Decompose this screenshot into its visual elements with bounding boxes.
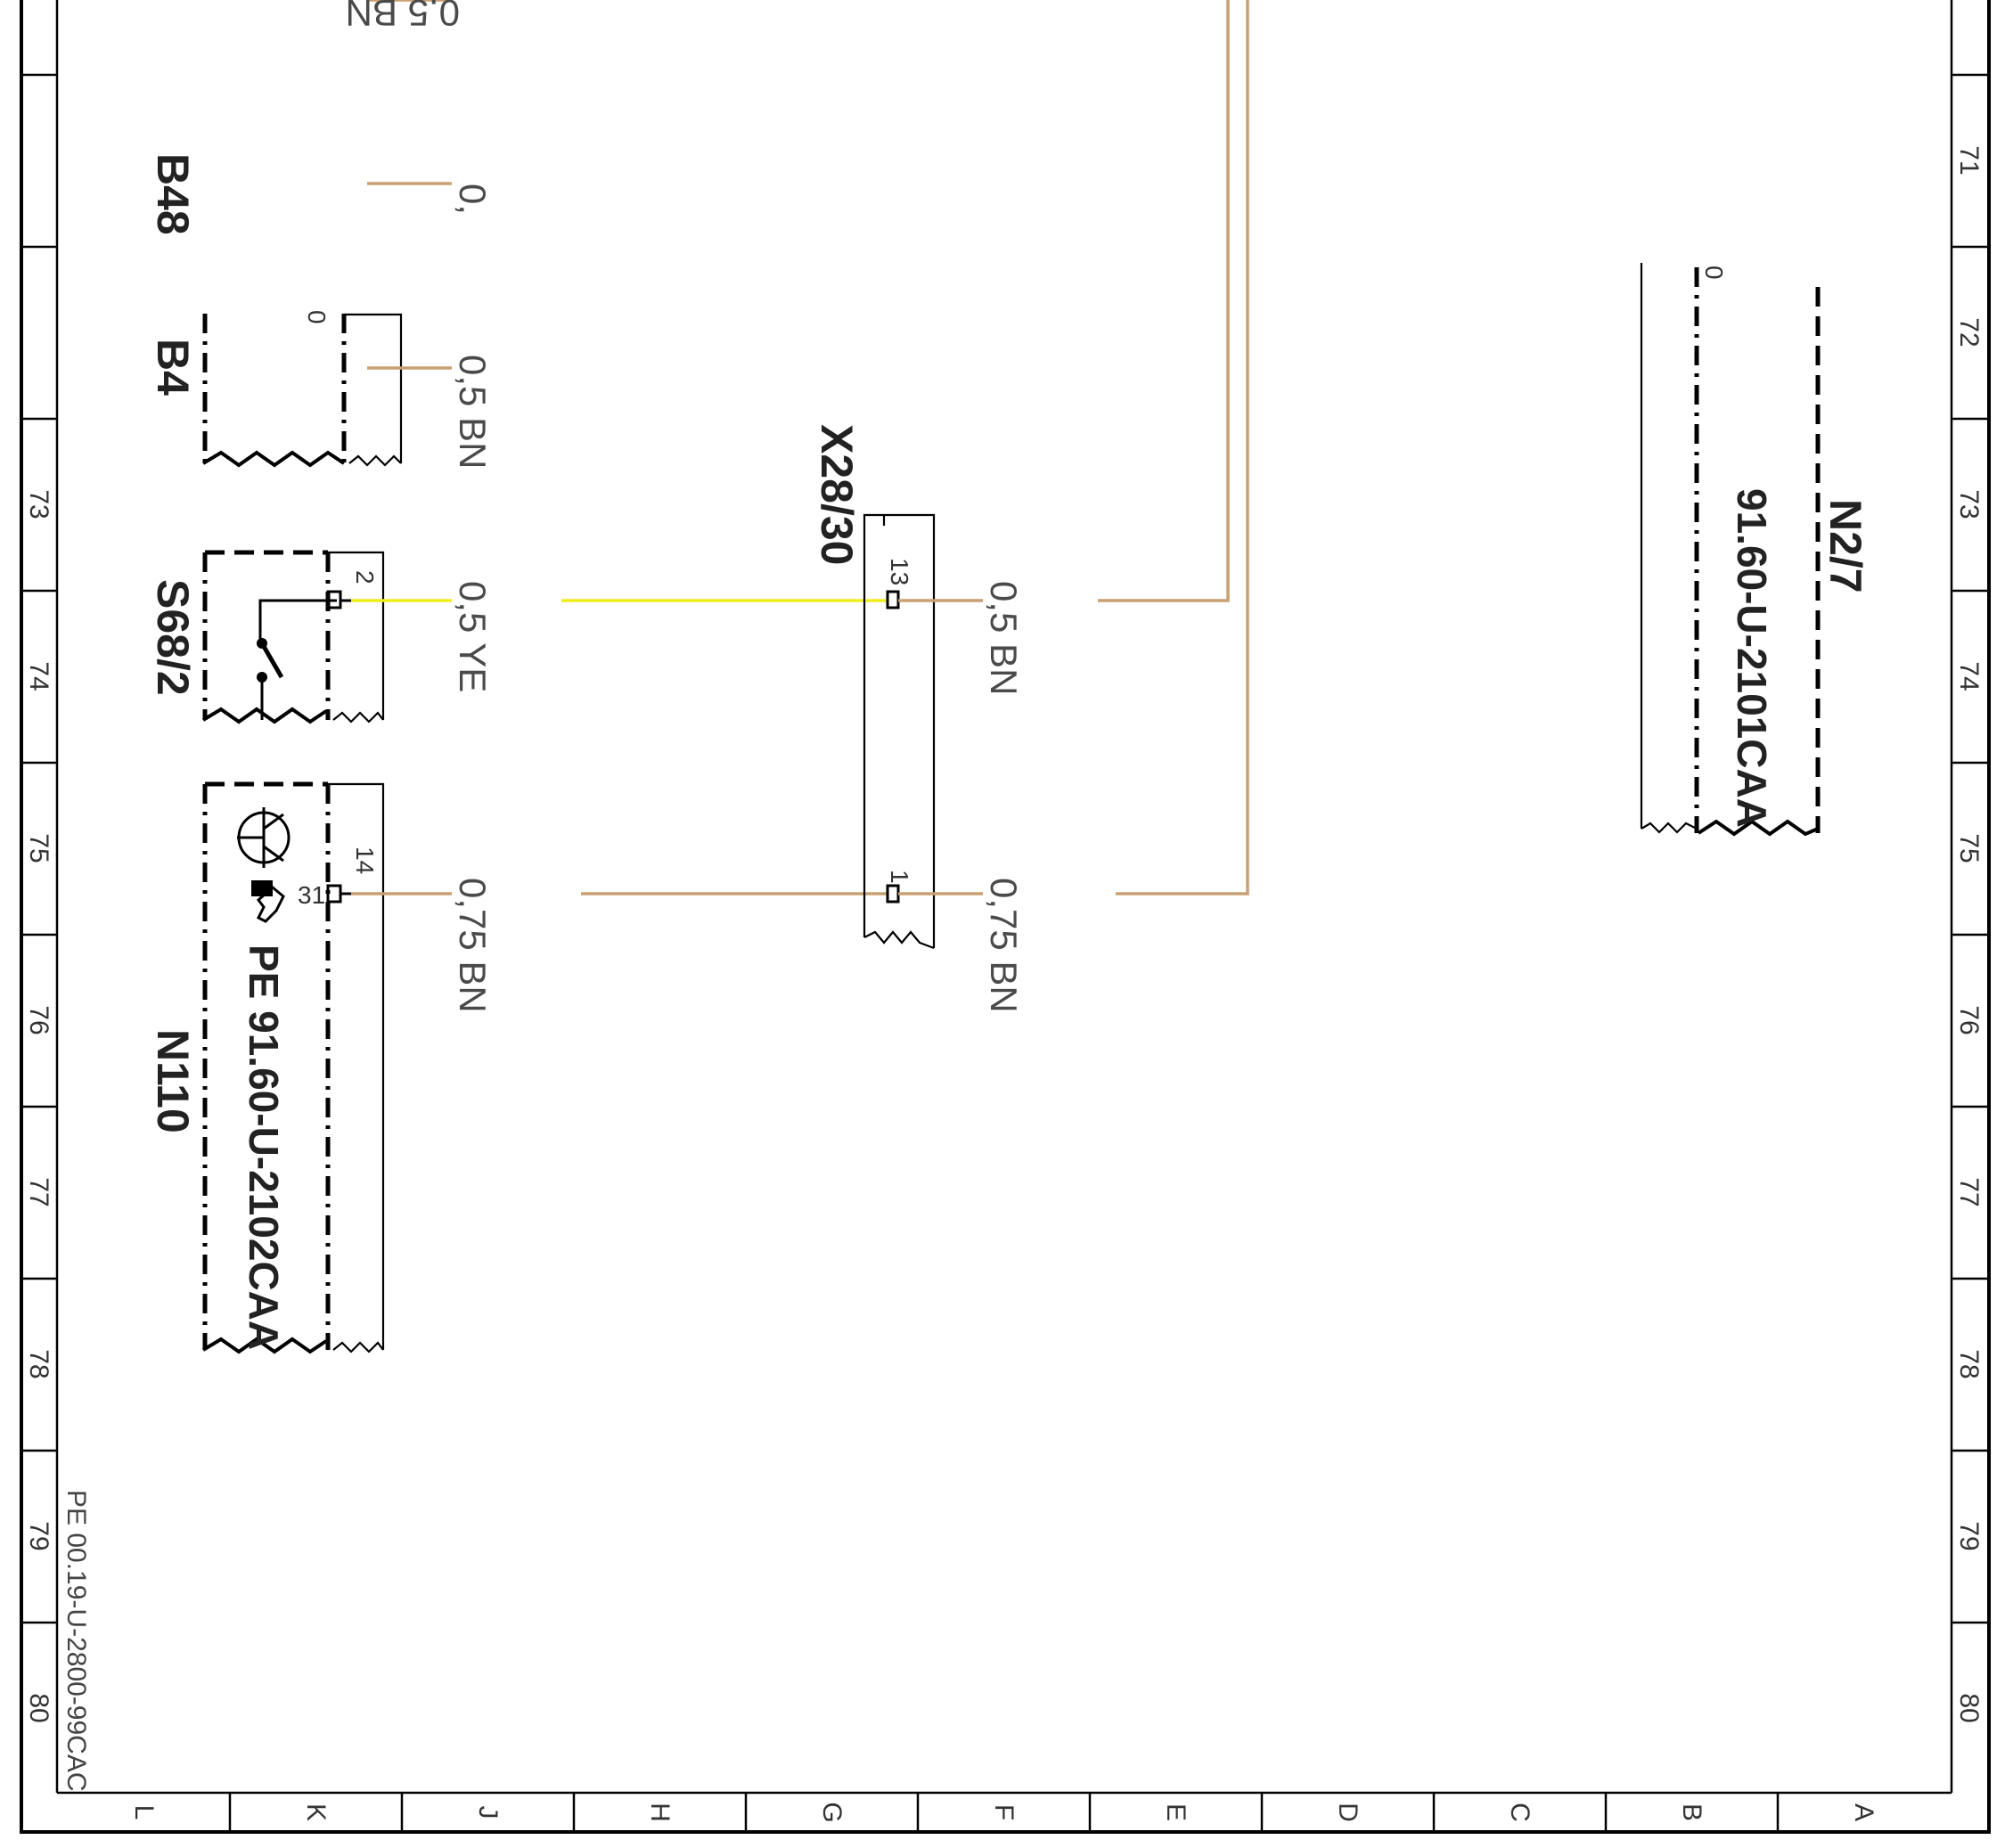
- border-letter: H: [645, 1803, 675, 1822]
- border-letter: D: [1333, 1803, 1363, 1822]
- border-letter: E: [1161, 1803, 1191, 1821]
- pin-label-s68-2: 2: [351, 570, 379, 585]
- component-label-b4: B4: [148, 339, 198, 396]
- wire-label-n110-right: 0,75 BN: [983, 878, 1025, 1013]
- wire-label-b4: 0,5 BN: [452, 355, 494, 469]
- border-letter: K: [301, 1803, 331, 1821]
- component-n110: N110 PE 91.60-U-2102CAA 31 14 0,75 BN: [148, 781, 888, 1354]
- border-number-right: 73: [1954, 489, 1984, 519]
- border-number-left: 79: [24, 1521, 53, 1550]
- component-label-n2-7: N2/7: [1821, 499, 1870, 593]
- border-number-right: 79: [1954, 1521, 1984, 1550]
- document-id: PE 00.19-U-2800-99CAC: [61, 1490, 91, 1792]
- border-letter: J: [473, 1806, 503, 1819]
- wire-label-s68-right: 0,5 BN: [983, 581, 1025, 695]
- pin-label-x28-13: 13: [886, 558, 913, 585]
- pin-label-n110-31: 31: [298, 881, 325, 909]
- border-number-right: 72: [1954, 317, 1984, 347]
- border-number-left: 76: [24, 1005, 53, 1034]
- pin-label-x28-1: 1: [886, 870, 913, 884]
- pin-label-n110-14: 14: [351, 846, 379, 874]
- border-number-right: 71: [1954, 145, 1984, 175]
- drawing-frame: 73 74 75 76 77 78 79 80 71 72 73 74 75 7…: [20, 0, 1991, 1834]
- border-number-right: 76: [1954, 1005, 1984, 1034]
- pin-marker-b4: 0: [303, 310, 331, 324]
- connector-x28-30: X28/30 13 1 0,5 BN 0,75 BN: [812, 0, 1249, 1013]
- border-number-left: 80: [24, 1693, 53, 1722]
- wire-label-top: 0,5 BN: [346, 0, 460, 34]
- border-number-right: 75: [1954, 833, 1984, 863]
- border-number-left: 75: [24, 833, 53, 863]
- wire-label-n110-left: 0,75 BN: [452, 878, 494, 1013]
- border-number-left: 74: [24, 661, 53, 691]
- border-letter: C: [1505, 1803, 1534, 1822]
- border-number-right: 80: [1954, 1693, 1984, 1722]
- part-number-n110: PE 91.60-U-2102CAA: [241, 944, 287, 1350]
- pin-marker-n2-7: 0: [1700, 266, 1728, 280]
- component-n2-7: 0 N2/7 91.60-U-2101CAA: [1640, 263, 1870, 837]
- border-letter: B: [1677, 1803, 1706, 1821]
- component-label-n110: N110: [148, 1029, 198, 1133]
- border-number-right: 78: [1954, 1349, 1984, 1378]
- border-number-left: 78: [24, 1349, 53, 1378]
- component-s68-2: S68/2 2 0,5 YE: [148, 550, 888, 724]
- wire-label-b48: 0,: [452, 184, 494, 215]
- border-letter: A: [1849, 1803, 1878, 1821]
- component-label-s68-2: S68/2: [148, 579, 198, 696]
- border-letter: L: [129, 1805, 159, 1820]
- component-label-x28-30: X28/30: [812, 424, 862, 565]
- border-number-left: 73: [24, 489, 53, 519]
- border-number-left: 77: [24, 1177, 53, 1206]
- border-letter: G: [817, 1802, 847, 1822]
- top-partial-wire: 0,5 BN: [346, 0, 460, 34]
- part-number-n2-7: 91.60-U-2101CAA: [1729, 488, 1775, 828]
- border-letter: F: [989, 1804, 1019, 1820]
- component-b48: B48 0,: [148, 153, 494, 235]
- wire-label-s68-left: 0,5 YE: [452, 581, 494, 692]
- component-b4: B4 0 0,5 BN: [148, 310, 494, 469]
- component-label-b48: B48: [148, 153, 198, 235]
- border-number-right: 77: [1954, 1177, 1984, 1206]
- border-number-right: 74: [1954, 661, 1984, 691]
- transistor-icon: [237, 807, 291, 868]
- pointing-hand-icon: [251, 880, 285, 923]
